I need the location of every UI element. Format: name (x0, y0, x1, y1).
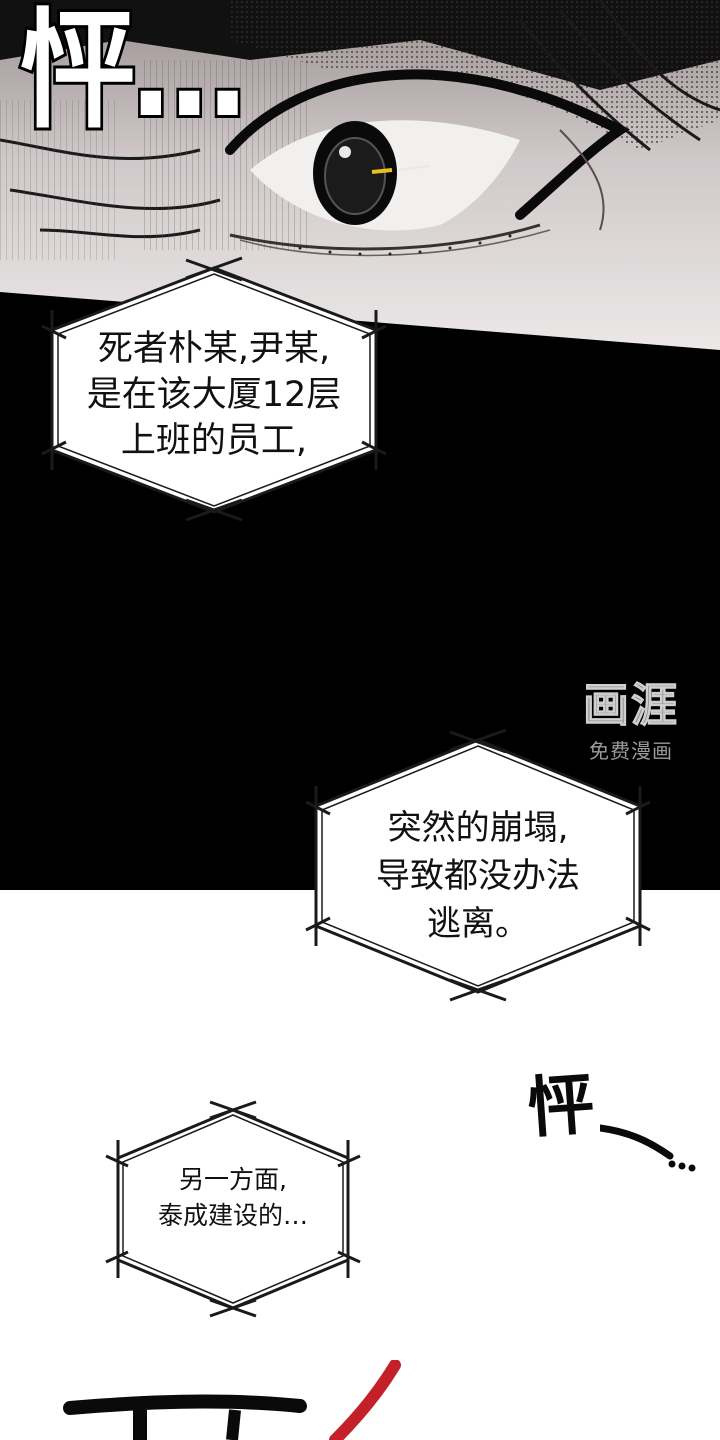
watermark-subtitle: 免费漫画 (589, 738, 673, 763)
bottom-sfx-fragment (63, 1360, 401, 1440)
narration-box-2: 突然的崩塌, 导致都没办法 逃离。 (300, 728, 656, 1002)
hexagon-frame (41, 256, 387, 522)
narration-box-3: 另一方面, 泰成建设的… (98, 1100, 368, 1320)
text-line: 上班的员工, (120, 421, 308, 461)
narration-text-1: 死者朴某,尹某, 是在该大厦12层 上班的员工, (36, 326, 392, 464)
narration-text-3: 另一方面, 泰成建设的… (98, 1162, 368, 1234)
hexagon-frame (105, 1100, 361, 1318)
watermark-logo: 画涯 (583, 678, 679, 732)
narration-box-1: 死者朴某,尹某, 是在该大厦12层 上班的员工, (36, 256, 392, 522)
hexagon-frame (305, 728, 651, 1002)
text-line: 泰成建设的… (157, 1201, 308, 1230)
sfx-trailing-dashes (600, 1124, 696, 1172)
text-line: 导致都没办法 (376, 856, 580, 896)
text-line: 逃离。 (427, 904, 529, 944)
text-line: 另一方面, (179, 1165, 287, 1194)
text-line: 突然的崩塌, (387, 808, 569, 848)
sfx-heartbeat-top: 怦… (17, 0, 249, 146)
watermark: 画涯 免费漫画 (566, 678, 696, 764)
text-line: 死者朴某,尹某, (97, 329, 331, 369)
sfx-heartbeat-middle: 怦 (525, 1065, 597, 1148)
text-line: 是在该大厦12层 (86, 375, 342, 415)
narration-text-2: 突然的崩塌, 导致都没办法 逃离。 (300, 804, 656, 948)
eye-closeup-panel (0, 0, 720, 350)
